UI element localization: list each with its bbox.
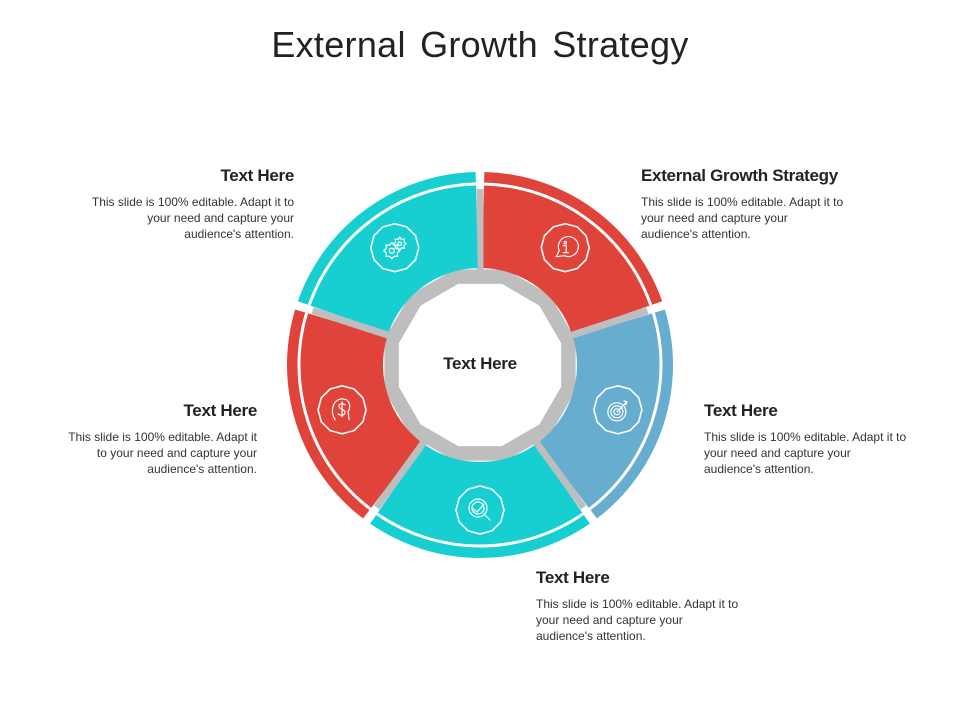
text-block-left: Text Here This slide is 100% editable. A… xyxy=(47,401,257,477)
block-heading: External Growth Strategy xyxy=(641,166,838,185)
block-body: This slide is 100% editable. Adapt it to… xyxy=(641,195,844,241)
block-heading: Text Here xyxy=(536,568,610,587)
magnifier-chart-icon xyxy=(455,485,505,535)
segment-bottom xyxy=(370,444,590,558)
segment-top-left xyxy=(297,172,478,333)
center-label: Text Here xyxy=(443,354,517,373)
block-body: This slide is 100% editable. Adapt it to… xyxy=(91,195,294,241)
text-block-bottom: Text Here This slide is 100% editable. A… xyxy=(536,568,746,644)
block-heading: Text Here xyxy=(704,401,778,420)
gears-icon xyxy=(369,222,420,273)
block-heading: Text Here xyxy=(183,401,257,420)
center-hub xyxy=(398,283,562,447)
dollar-head-icon xyxy=(317,384,367,435)
block-body: This slide is 100% editable. Adapt it to… xyxy=(536,597,739,643)
text-block-top-right: External Growth Strategy This slide is 1… xyxy=(641,166,881,242)
segment-right xyxy=(538,309,673,519)
target-icon xyxy=(593,384,643,435)
segment-left xyxy=(287,309,422,519)
slide-title: External Growth Strategy xyxy=(271,24,689,65)
block-body: This slide is 100% editable. Adapt it to… xyxy=(68,430,257,476)
text-block-top-left: Text Here This slide is 100% editable. A… xyxy=(84,166,294,242)
info-chat-icon xyxy=(540,222,591,273)
segment-top-right xyxy=(482,172,663,333)
text-block-right: Text Here This slide is 100% editable. A… xyxy=(704,401,914,477)
block-body: This slide is 100% editable. Adapt it to… xyxy=(704,430,907,476)
block-heading: Text Here xyxy=(220,166,294,185)
